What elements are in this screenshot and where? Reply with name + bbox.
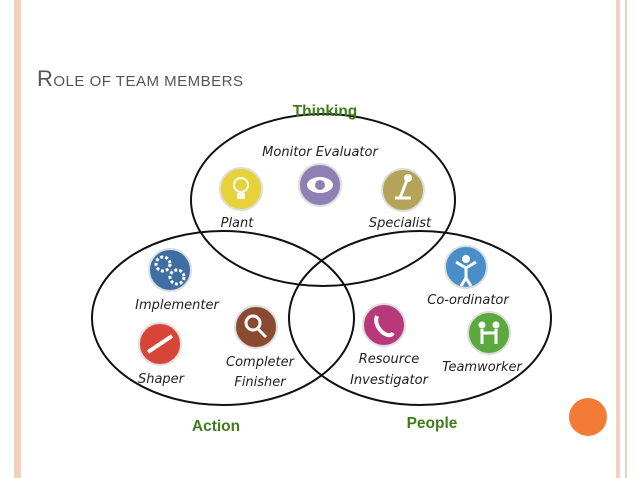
teamworker-label: Teamworker — [442, 360, 523, 375]
decorative-orange-dot — [569, 398, 607, 436]
slide-title-initial: R — [37, 66, 54, 91]
phone-icon — [362, 303, 406, 347]
people-heading: People — [407, 415, 458, 432]
shaper-label: Shaper — [138, 372, 186, 387]
microscope-icon — [381, 168, 425, 212]
magnifier-icon — [234, 305, 278, 349]
person-icon — [444, 245, 488, 289]
completer-finisher-label-line2: Finisher — [234, 375, 287, 390]
slide-border-right — [616, 0, 620, 478]
action-heading: Action — [192, 418, 240, 435]
people-icon — [467, 311, 511, 355]
spring-icon — [138, 322, 182, 366]
slide-border-right-thin — [625, 0, 627, 478]
action-circle — [91, 230, 355, 406]
gears-icon — [148, 248, 192, 292]
people-circle — [288, 230, 552, 406]
specialist-label: Specialist — [369, 216, 432, 231]
thinking-heading: Thinking — [293, 103, 358, 120]
monitor-evaluator-label: Monitor Evaluator — [262, 145, 379, 160]
eye-icon — [298, 163, 342, 207]
coordinator-label: Co-ordinator — [427, 293, 510, 308]
resource-investigator-label-line1: Resource — [359, 352, 420, 367]
plant-label: Plant — [221, 216, 255, 231]
completer-finisher-label-line1: Completer — [226, 355, 296, 370]
implementer-label: Implementer — [135, 298, 220, 313]
slide-title-rest: ole of team members — [53, 73, 244, 90]
slide-title: Role of team members — [37, 66, 243, 92]
lightbulb-icon — [219, 167, 263, 211]
resource-investigator-label-line2: Investigator — [350, 373, 430, 388]
slide-border-left — [14, 0, 21, 478]
thinking-circle — [190, 113, 456, 287]
